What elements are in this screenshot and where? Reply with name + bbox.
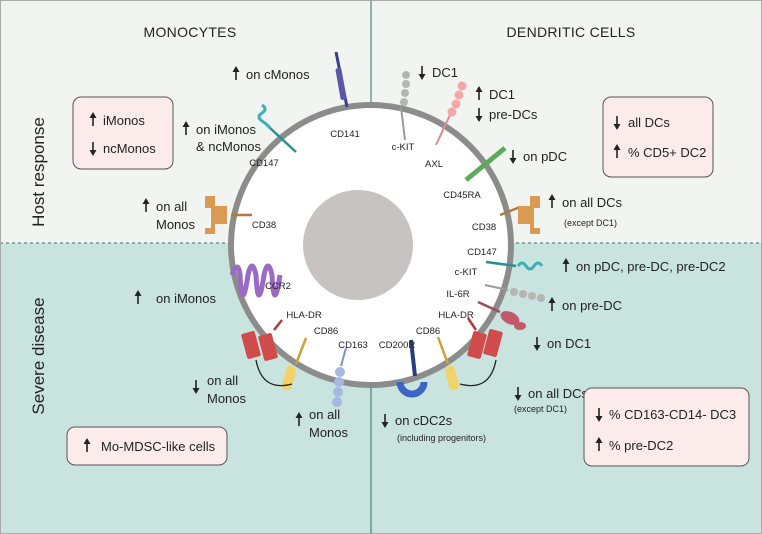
marker-axl: AXL bbox=[425, 159, 443, 170]
marker-cd86-left: CD86 bbox=[314, 326, 338, 337]
annot-on-all-monos-host-1: on all bbox=[156, 199, 187, 214]
box-host-dc: all DCs % CD5+ DC2 bbox=[602, 96, 714, 178]
annot-on-all-monos-hla-1: on all bbox=[207, 373, 238, 388]
bracket-right bbox=[459, 359, 497, 387]
cd86-left-receptor bbox=[281, 337, 308, 391]
marker-ckit-top: c-KIT bbox=[392, 142, 415, 153]
box-severe-monocytes: Mo-MDSC-like cells bbox=[66, 426, 228, 466]
marker-cd200r: CD200R bbox=[379, 340, 416, 351]
annot-on-all-monos-host-2: Monos bbox=[156, 217, 196, 232]
marker-cd163: CD163 bbox=[338, 340, 368, 351]
axl-receptor bbox=[435, 81, 467, 146]
annot-incl-progenitors: (including progenitors) bbox=[397, 433, 486, 443]
cd147-bottom-receptor bbox=[485, 260, 544, 271]
marker-il6r: IL-6R bbox=[446, 289, 469, 300]
annot-except-dc1-host: (except DC1) bbox=[564, 218, 617, 228]
annot-on-cdc2s: on cDC2s bbox=[395, 413, 453, 428]
side-label-severe-disease: Severe disease bbox=[29, 297, 48, 414]
cd86-right-receptor bbox=[436, 336, 460, 391]
marker-cd147-bottom: CD147 bbox=[467, 247, 497, 258]
box-severe-mono-line-1: Mo-MDSC-like cells bbox=[101, 439, 216, 454]
box-severe-dc: % CD163-CD14- DC3 % pre-DC2 bbox=[583, 387, 750, 467]
ckit-top-receptor bbox=[400, 71, 410, 141]
annot-pre-dcs: pre-DCs bbox=[489, 107, 538, 122]
box-host-dc-line-1: all DCs bbox=[628, 115, 670, 130]
cell-nucleus bbox=[303, 190, 413, 300]
il6r-receptor bbox=[477, 300, 526, 330]
annot-on-predc: on pre-DC bbox=[562, 298, 622, 313]
cd141-receptor bbox=[334, 51, 349, 108]
box-host-monocytes: iMonos ncMonos bbox=[72, 96, 174, 170]
marker-cd147-top: CD147 bbox=[249, 158, 279, 169]
annot-on-imonos-nc-2: & ncMonos bbox=[196, 139, 262, 154]
box-host-mono-line-1: iMonos bbox=[103, 113, 145, 128]
annot-on-cmonos: on cMonos bbox=[246, 67, 310, 82]
annot-on-pdc-predc: on pDC, pre-DC, pre-DC2 bbox=[576, 259, 726, 274]
marker-cd45ra: CD45RA bbox=[443, 190, 481, 201]
marker-ckit-bottom: c-KIT bbox=[455, 267, 478, 278]
annot-on-all-monos-163-1: on all bbox=[309, 407, 340, 422]
header-dendritic-cells: DENDRITIC CELLS bbox=[507, 24, 636, 40]
cd163-receptor bbox=[332, 347, 347, 407]
annot-on-pdc: on pDC bbox=[523, 149, 567, 164]
annot-on-all-dcs-host: on all DCs bbox=[562, 195, 622, 210]
cd38-left-receptor bbox=[205, 196, 252, 234]
annot-on-imonos-nc-1: on iMonos bbox=[196, 122, 256, 137]
box-host-mono-line-2: ncMonos bbox=[103, 141, 156, 156]
cd38-right-receptor bbox=[499, 196, 540, 234]
cd200r-receptor bbox=[396, 339, 428, 398]
cd45ra-receptor bbox=[464, 146, 507, 182]
box-host-dc-line-2: % CD5+ DC2 bbox=[628, 145, 706, 160]
ckit-bottom-receptor bbox=[484, 284, 545, 302]
annot-on-dc1: on DC1 bbox=[547, 336, 591, 351]
box-severe-dc-line-1: % CD163-CD14- DC3 bbox=[609, 407, 736, 422]
marker-cd38-left: CD38 bbox=[252, 220, 276, 231]
marker-cd86-right: CD86 bbox=[416, 326, 440, 337]
hladr-left-receptor bbox=[241, 319, 283, 361]
annot-on-all-monos-163-2: Monos bbox=[309, 425, 349, 440]
marker-cd141: CD141 bbox=[330, 129, 360, 140]
hladr-right-receptor bbox=[466, 317, 503, 359]
annot-on-imonos: on iMonos bbox=[156, 291, 216, 306]
ccr2-receptor bbox=[229, 263, 283, 298]
bracket-left bbox=[255, 359, 293, 387]
marker-ccr2: CCR2 bbox=[265, 281, 291, 292]
annot-dc1-up: DC1 bbox=[489, 87, 515, 102]
marker-hladr-right: HLA-DR bbox=[438, 310, 474, 321]
header-monocytes: MONOCYTES bbox=[144, 24, 237, 40]
box-severe-dc-line-2: % pre-DC2 bbox=[609, 438, 673, 453]
annot-dc1: DC1 bbox=[432, 65, 458, 80]
marker-cd38-right: CD38 bbox=[472, 222, 496, 233]
side-label-host-response: Host response bbox=[29, 117, 48, 227]
annot-on-all-monos-hla-2: Monos bbox=[207, 391, 247, 406]
cd147-top-receptor bbox=[257, 103, 297, 153]
annot-on-all-dcs-severe: on all DCs bbox=[528, 386, 588, 401]
annot-except-dc1-severe: (except DC1) bbox=[514, 404, 567, 414]
marker-hladr-left: HLA-DR bbox=[286, 310, 322, 321]
